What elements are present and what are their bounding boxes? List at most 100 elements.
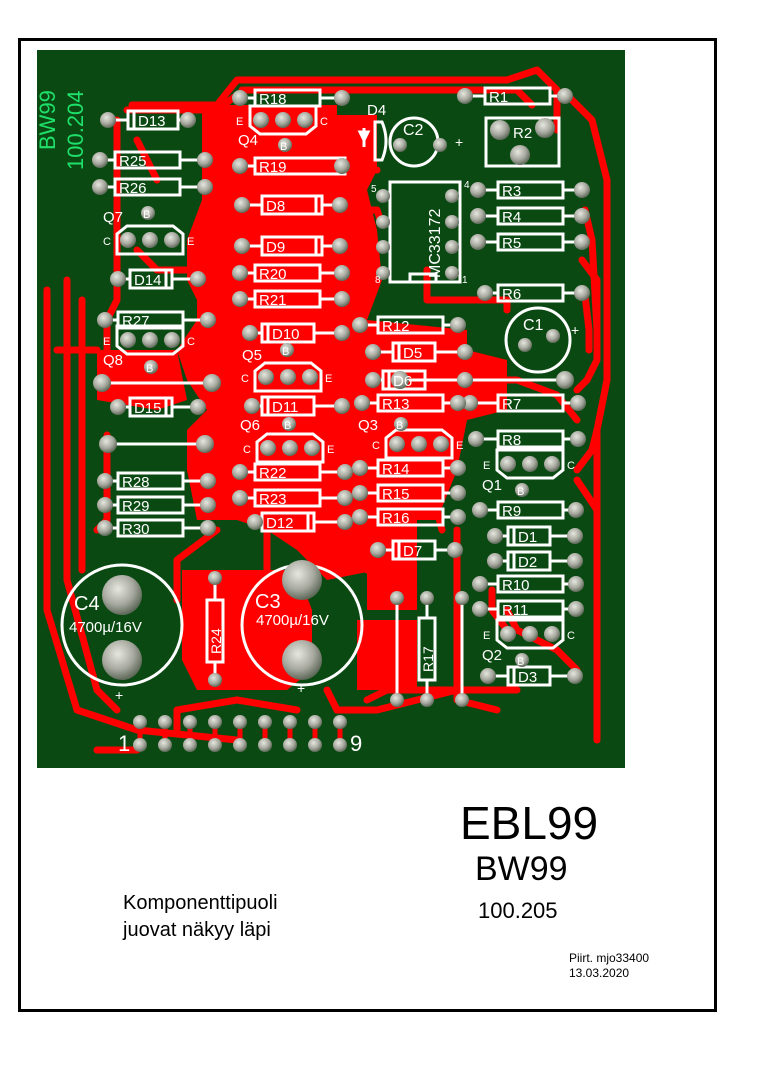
pad — [97, 312, 113, 328]
pad — [200, 497, 216, 513]
pad — [183, 715, 197, 729]
transistor-label-q5: Q5 — [242, 347, 262, 364]
pad — [164, 332, 180, 348]
pad — [376, 215, 390, 229]
pad — [97, 497, 113, 513]
pad — [472, 576, 488, 592]
resistor-label-r1: R1 — [489, 89, 508, 106]
pad — [275, 112, 291, 128]
pad — [258, 715, 272, 729]
pad — [208, 571, 222, 585]
diode-label-d12: D12 — [266, 515, 294, 532]
pad — [278, 138, 292, 152]
pin-label: C — [241, 373, 249, 385]
pad — [472, 601, 488, 617]
transistor-q2 — [495, 618, 565, 650]
title-board-number: 100.205 — [478, 898, 558, 923]
pad — [490, 120, 510, 140]
ic-mc33172 — [388, 180, 462, 284]
transistor-q8 — [115, 324, 185, 356]
pad — [93, 374, 111, 392]
pin-label: E — [327, 444, 334, 456]
pad — [120, 232, 136, 248]
pad — [352, 485, 368, 501]
pad — [234, 238, 250, 254]
pad — [462, 395, 478, 411]
pad — [567, 668, 583, 684]
transistor-label-q6: Q6 — [240, 417, 260, 434]
diode-d5 — [373, 341, 465, 363]
resistor-label-r22: R22 — [259, 465, 287, 482]
pad — [308, 715, 322, 729]
capacitor-value-c3: 4700µ/16V — [256, 612, 329, 629]
pin-label: E — [456, 440, 463, 452]
pad — [557, 88, 573, 104]
pad — [457, 372, 473, 388]
description-line-1: Komponenttipuoli — [123, 892, 278, 914]
pad — [567, 528, 583, 544]
pad — [445, 240, 459, 254]
resistor-label-r7: R7 — [502, 396, 521, 413]
pad — [200, 473, 216, 489]
pad — [433, 436, 449, 452]
pad — [568, 502, 584, 518]
pad — [470, 208, 486, 224]
pad — [283, 715, 297, 729]
pin-label: C — [187, 336, 195, 348]
pin-label: C — [243, 444, 251, 456]
pad — [208, 715, 222, 729]
pad — [297, 112, 313, 128]
pad — [334, 325, 350, 341]
pad — [180, 112, 196, 128]
resistor-label-r17: R17 — [420, 646, 436, 672]
pad — [470, 234, 486, 250]
pad — [282, 560, 322, 600]
pad — [164, 232, 180, 248]
pad — [234, 197, 250, 213]
pad — [420, 693, 434, 707]
pad — [472, 502, 488, 518]
pad — [447, 542, 463, 558]
resistor-label-r21: R21 — [259, 292, 287, 309]
pad — [567, 553, 583, 569]
drawing-date: 13.03.2020 — [569, 966, 630, 980]
diode-label-d6: D6 — [393, 373, 412, 390]
resistor-label-r4: R4 — [502, 209, 521, 226]
pad — [308, 738, 322, 752]
diode-label-d13: D13 — [138, 113, 166, 130]
pad — [99, 435, 117, 453]
pad — [97, 520, 113, 536]
pad — [233, 738, 247, 752]
pad — [450, 395, 466, 411]
pad — [302, 369, 318, 385]
transistor-label-q2: Q2 — [482, 647, 502, 664]
plus-marker: + — [571, 322, 579, 338]
pad — [334, 158, 350, 174]
pad — [568, 601, 584, 617]
diode-label-d11: D11 — [272, 399, 298, 416]
pad — [354, 395, 370, 411]
pin-label: B — [146, 363, 153, 375]
pad — [574, 285, 590, 301]
pad — [142, 332, 158, 348]
pad — [102, 575, 142, 615]
board-side-label: BW99 — [37, 90, 60, 150]
pad — [304, 440, 320, 456]
pad — [333, 715, 347, 729]
transistor-q1 — [495, 448, 565, 480]
transistor-q3 — [384, 428, 454, 460]
resistor-label-r13: R13 — [382, 396, 410, 413]
pin-label: C — [567, 460, 575, 472]
pad — [282, 440, 298, 456]
pad — [376, 266, 390, 280]
diode-label-d5: D5 — [403, 345, 422, 362]
capacitor-label-c3: C3 — [255, 591, 281, 613]
diode-label-d15: D15 — [134, 400, 162, 417]
resistor-label-r5: R5 — [502, 235, 521, 252]
pad — [190, 399, 206, 415]
pad — [232, 265, 248, 281]
pad — [334, 291, 350, 307]
capacitor-label-c1: C1 — [523, 317, 544, 334]
pad — [233, 715, 247, 729]
pad — [487, 553, 503, 569]
